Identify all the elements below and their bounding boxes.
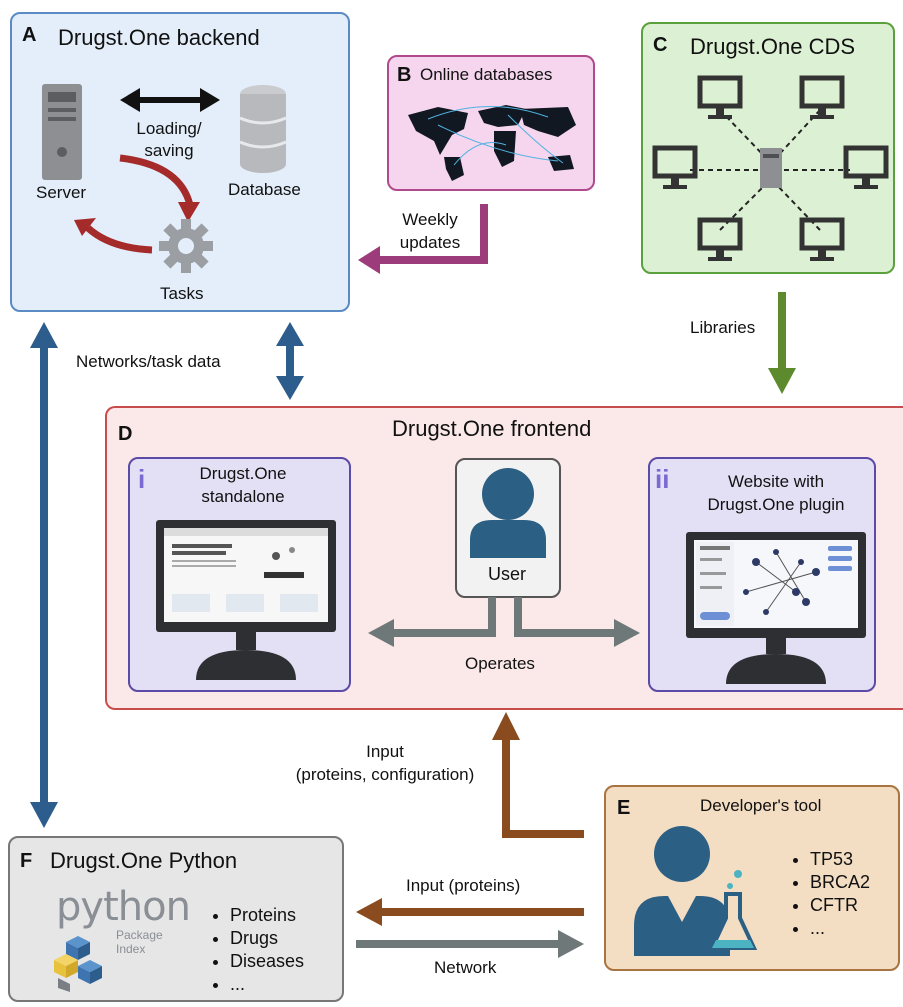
panel-e-letter: E [617, 797, 631, 819]
gear-icon [159, 219, 213, 273]
panel-a-letter: A [22, 24, 37, 46]
python-backend-arrow [30, 322, 58, 828]
list-item: ... [810, 917, 870, 940]
libraries-label: Libraries [690, 318, 756, 337]
list-item: CFTR [810, 894, 870, 917]
world-map-icon [408, 105, 576, 181]
loading-saving-label: Loading/ saving [136, 119, 202, 160]
input-config-label: Input (proteins, configuration) [295, 742, 475, 784]
input-proteins-arrow [356, 898, 584, 926]
list-item: Drugs [230, 927, 304, 950]
plugin-numeral: ii [655, 464, 670, 494]
list-item: Diseases [230, 950, 304, 973]
loading-saving-arrow [120, 88, 220, 112]
user-label: User [488, 564, 527, 584]
panel-e-title: Developer's tool [700, 796, 822, 815]
list-item: Proteins [230, 904, 304, 927]
input-proteins-label: Input (proteins) [406, 876, 521, 895]
list-item: BRCA2 [810, 871, 870, 894]
networks-task-data-label: Networks/task data [76, 352, 221, 371]
tasks-label: Tasks [160, 284, 204, 303]
panel-a-title: Drugst.One backend [58, 25, 260, 50]
database-icon [239, 85, 287, 173]
panel-d-letter: D [118, 423, 133, 445]
python-logo-text: python [56, 884, 191, 930]
developer-scientist-icon [634, 826, 758, 956]
weekly-updates-label: Weekly updates [399, 210, 461, 252]
cds-network-icon [652, 75, 889, 261]
panel-b-title: Online databases [420, 65, 553, 84]
operates-label: Operates [465, 654, 535, 673]
libraries-arrow [768, 292, 796, 394]
standalone-numeral: i [138, 464, 146, 494]
standalone-title: Drugst.One standalone [199, 464, 287, 506]
input-config-arrow [492, 712, 584, 838]
panel-b-letter: B [397, 64, 412, 86]
python-data-list: Proteins Drugs Diseases ... [210, 904, 304, 996]
panel-d-title: Drugst.One frontend [392, 416, 592, 441]
task-cycle-arrows [74, 154, 200, 254]
database-label: Database [228, 180, 301, 199]
server-label: Server [36, 183, 87, 202]
network-label: Network [434, 958, 497, 977]
network-task-arrow [276, 322, 304, 400]
panel-f-letter: F [20, 850, 33, 872]
plugin-monitor-icon [686, 532, 866, 684]
list-item: TP53 [810, 848, 870, 871]
user-icon [470, 468, 546, 558]
network-arrow [356, 930, 584, 958]
gene-list: TP53 BRCA2 CFTR ... [790, 848, 870, 940]
panel-c-letter: C [653, 34, 668, 56]
plugin-title: Website with Drugst.One plugin [707, 472, 845, 514]
standalone-monitor-icon [156, 520, 336, 680]
weekly-updates-arrow [358, 204, 488, 274]
python-package-index-text: Package Index [116, 928, 163, 956]
list-item: ... [230, 973, 304, 996]
python-package-icon [54, 936, 102, 992]
operates-arrows [368, 597, 640, 647]
server-icon [42, 84, 82, 180]
panel-c-title: Drugst.One CDS [690, 34, 856, 59]
panel-f-title: Drugst.One Python [50, 848, 238, 873]
